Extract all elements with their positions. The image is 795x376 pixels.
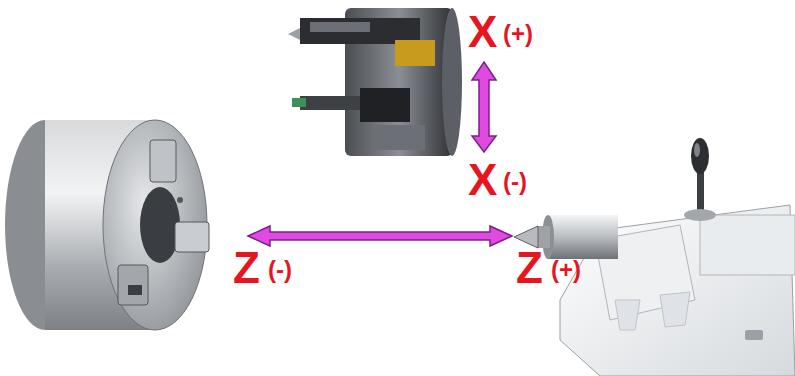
tool-turret [288,8,462,156]
axis-sign: (-) [503,170,527,194]
tailstock [514,138,795,376]
axis-sign: (-) [268,258,292,282]
chuck [5,120,209,330]
x-axis-arrow [472,62,496,152]
axis-letter: Z [516,246,543,290]
axis-letter: X [468,158,497,202]
axis-letter: Z [233,246,260,290]
z-axis-arrow [248,226,512,246]
axis-sign: (+) [503,22,533,46]
axis-sign: (+) [551,258,581,282]
axis-letter: X [468,10,497,54]
